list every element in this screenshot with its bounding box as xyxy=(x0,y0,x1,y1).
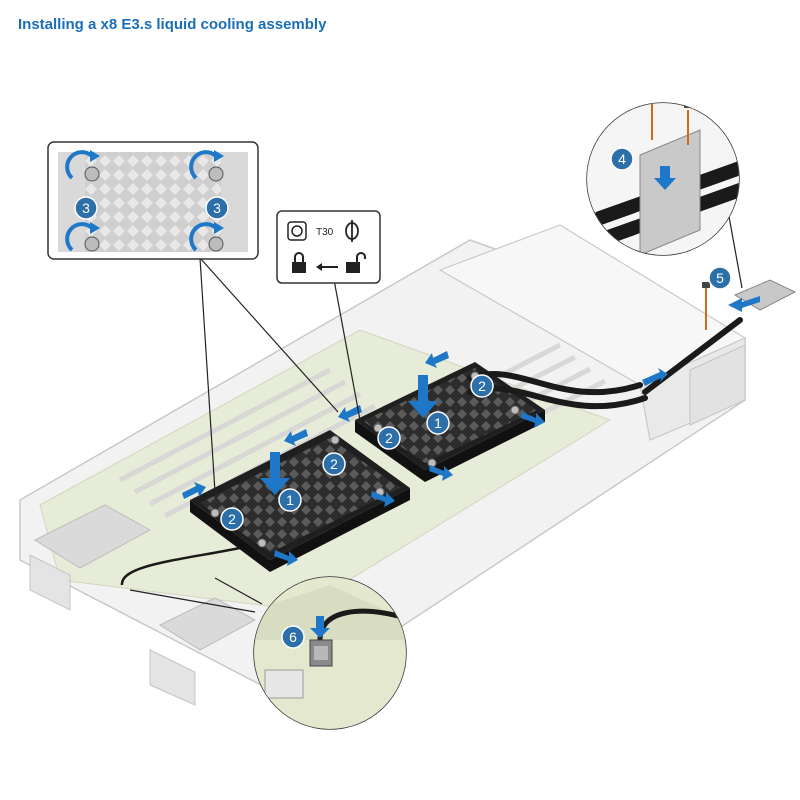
svg-text:4: 4 xyxy=(618,151,626,167)
lock-closed-icon xyxy=(292,252,306,273)
step-badge-5: 5 xyxy=(708,266,732,290)
arrow-left-icon xyxy=(316,263,338,271)
svg-text:6: 6 xyxy=(289,629,297,645)
step-badge-3-left: 3 xyxy=(74,196,98,220)
svg-text:2: 2 xyxy=(478,378,486,394)
step-badge-4: 4 xyxy=(610,147,634,171)
press-down-arrow xyxy=(260,375,438,495)
svg-text:2: 2 xyxy=(228,511,236,527)
svg-text:5: 5 xyxy=(716,270,724,286)
cable xyxy=(120,546,241,586)
page-title: Installing a x8 E3.s liquid cooling asse… xyxy=(18,16,327,33)
step-badge-2-rear-right: 2 xyxy=(470,374,494,398)
tool-label: T30 xyxy=(316,227,334,238)
step-badge-6: 6 xyxy=(281,625,305,649)
screwdriver-icon xyxy=(345,220,359,242)
svg-text:2: 2 xyxy=(385,430,393,446)
svg-text:1: 1 xyxy=(434,415,442,431)
svg-text:3: 3 xyxy=(82,200,90,216)
step-badge-1-front: 1 xyxy=(278,488,302,512)
svg-text:2: 2 xyxy=(330,456,338,472)
push-arrows xyxy=(182,351,668,566)
rear-bracket xyxy=(702,279,797,330)
callout-tool: T30 xyxy=(276,210,381,284)
svg-text:1: 1 xyxy=(286,492,294,508)
callout-tube-bracket: 4 xyxy=(586,102,740,256)
lock-open-icon xyxy=(346,252,366,273)
svg-text:3: 3 xyxy=(213,200,221,216)
step-badge-2-rear-left: 2 xyxy=(377,426,401,450)
step-badge-2-front-right: 2 xyxy=(322,452,346,476)
torx-icon xyxy=(287,221,307,241)
callout-screws: 3 3 xyxy=(47,141,259,260)
callout-cable-connector: 6 xyxy=(253,576,407,730)
step-badge-1-rear: 1 xyxy=(426,411,450,435)
step-badge-2-front-left: 2 xyxy=(220,507,244,531)
step-badge-3-right: 3 xyxy=(205,196,229,220)
